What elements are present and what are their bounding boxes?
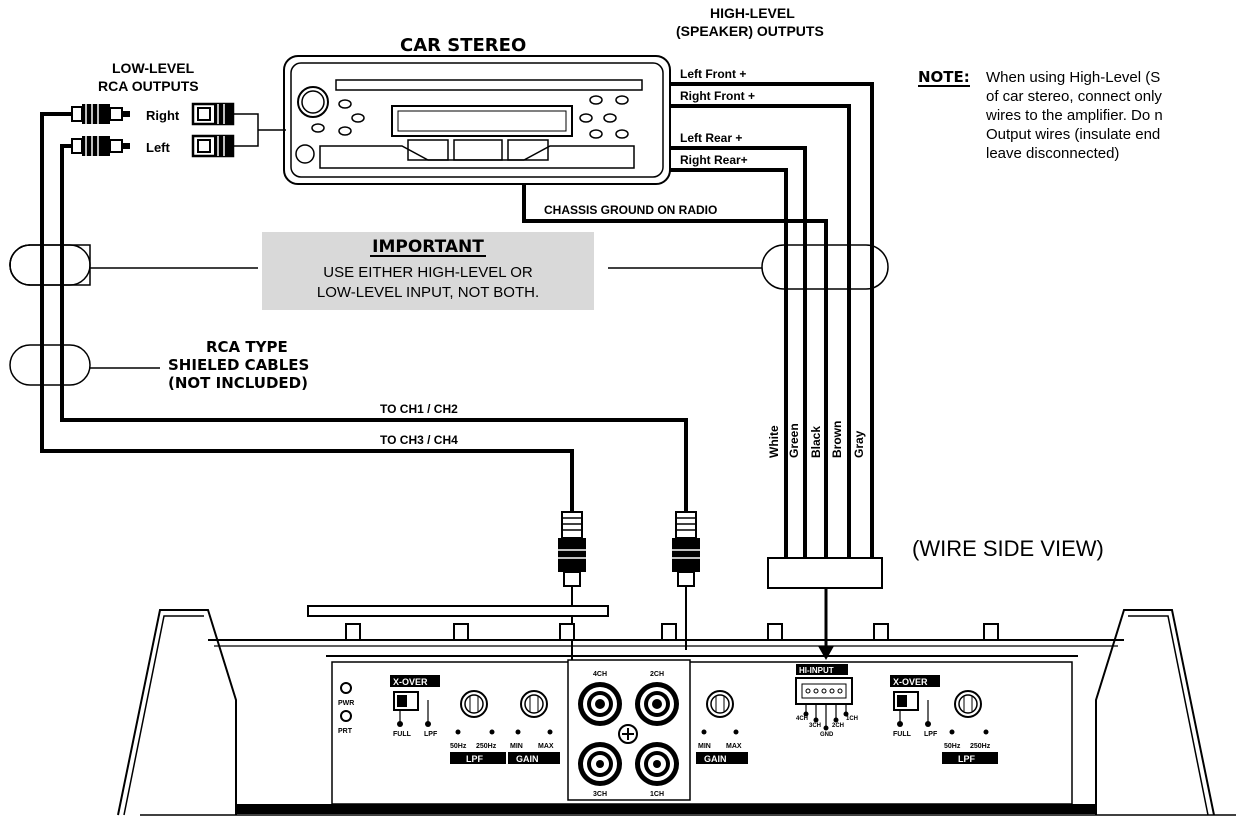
jack-4ch-label: 4CH <box>593 671 607 678</box>
low-level-label-2: RCA OUTPUTS <box>98 78 199 94</box>
gain-max-label-left: MAX <box>538 743 554 750</box>
stereo-display <box>391 105 573 137</box>
full-label-left: FULL <box>393 731 412 738</box>
rca-cables: TO CH1 / CH2 TO CH3 / CH4 <box>40 112 688 512</box>
jack-4ch[interactable] <box>578 682 622 726</box>
rca-jack-left <box>191 134 235 158</box>
note-line-1: When using High-Level (S <box>986 69 1160 86</box>
jack-3ch-label: 3CH <box>593 791 607 798</box>
lpf-250hz-label-right: 250Hz <box>970 743 991 750</box>
rca-jack-right <box>191 102 235 126</box>
hi-1ch-label: 1CH <box>846 716 858 722</box>
jack-2ch[interactable] <box>635 682 679 726</box>
prt-label: PRT <box>338 728 353 735</box>
jack-3ch[interactable] <box>578 742 622 786</box>
wire-color-gray: Gray <box>852 430 866 458</box>
note-line-2: of car stereo, connect only <box>986 88 1162 105</box>
xover-label-right: X-OVER <box>893 677 928 687</box>
hi-input-label: HI-INPUT <box>799 666 834 675</box>
hi-2ch-label: 2CH <box>832 723 844 729</box>
prt-led <box>340 710 352 722</box>
amp-panel: PWR PRT X-OVER FULL LPF 50Hz 250Hz MIN M… <box>338 659 998 801</box>
pwr-label: PWR <box>338 700 354 707</box>
note: NOTE: When using High-Level (S of car st… <box>918 68 1163 162</box>
lpf-switch-label-right: LPF <box>924 731 938 738</box>
xover-label-left: X-OVER <box>393 677 428 687</box>
wire-side-view-label: (WIRE SIDE VIEW) <box>912 536 1104 561</box>
wire-color-white: White <box>767 425 781 458</box>
rca-plug-ch12 <box>672 511 700 650</box>
to-ch34-label: TO CH3 / CH4 <box>380 433 458 447</box>
lpf-switch-label-left: LPF <box>424 731 438 738</box>
rca-cables-note: RCA TYPE SHIELED CABLES (NOT INCLUDED) <box>168 338 309 392</box>
hi-3ch-label: 3CH <box>809 723 821 729</box>
hi-input-connector <box>767 557 883 589</box>
full-label-right: FULL <box>893 731 912 738</box>
note-line-5: leave disconnected) <box>986 145 1119 162</box>
note-heading: NOTE: <box>918 68 970 86</box>
low-level-label-1: LOW-LEVEL <box>112 60 195 76</box>
amplifier <box>117 605 1236 816</box>
lpf-50hz-label: 50Hz <box>450 743 467 750</box>
hi-4ch-label: 4CH <box>796 716 808 722</box>
to-ch12-label: TO CH1 / CH2 <box>380 402 458 416</box>
low-level-rca-outputs: LOW-LEVEL RCA OUTPUTS Right <box>71 60 286 158</box>
jack-1ch-label: 1CH <box>650 791 664 798</box>
rca-cables-line-1: RCA TYPE <box>206 338 288 356</box>
rca-plug-right-male <box>71 104 130 124</box>
important-line-1: USE EITHER HIGH-LEVEL OR <box>323 264 533 281</box>
high-level-label-2: (SPEAKER) OUTPUTS <box>676 23 824 39</box>
note-line-4: Output wires (insulate end <box>986 126 1160 143</box>
lpf-50hz-label-right: 50Hz <box>944 743 961 750</box>
note-line-3: wires to the amplifier. Do n <box>985 107 1163 124</box>
wire-color-brown: Brown <box>830 421 844 458</box>
right-label: Right <box>146 108 180 123</box>
right-rear-label: Right Rear+ <box>680 153 748 167</box>
wire-color-black: Black <box>809 426 823 458</box>
right-front-label: Right Front + <box>680 89 755 103</box>
car-stereo: CAR STEREO <box>283 35 671 185</box>
gain-min-label-right: MIN <box>698 743 711 750</box>
gain-panel-label-left: GAIN <box>516 754 539 764</box>
left-label: Left <box>146 140 171 155</box>
important-heading: IMPORTANT <box>372 237 484 257</box>
important-line-2: LOW-LEVEL INPUT, NOT BOTH. <box>317 284 539 301</box>
car-stereo-title: CAR STEREO <box>400 35 526 56</box>
lpf-panel-label: LPF <box>466 754 484 764</box>
high-level-label-1: HIGH-LEVEL <box>710 5 795 21</box>
lpf-250hz-label: 250Hz <box>476 743 497 750</box>
chassis-ground-label: CHASSIS GROUND ON RADIO <box>544 203 717 217</box>
gain-min-label-left: MIN <box>510 743 523 750</box>
left-front-label: Left Front + <box>680 67 746 81</box>
left-rear-label: Left Rear + <box>680 131 742 145</box>
pwr-led <box>340 682 352 694</box>
hi-gnd-label: GND <box>820 732 834 738</box>
important-box: IMPORTANT USE EITHER HIGH-LEVEL OR LOW-L… <box>262 232 594 310</box>
rca-cables-line-2: SHIELED CABLES <box>168 356 309 374</box>
gain-max-label-right: MAX <box>726 743 742 750</box>
gain-panel-label-right: GAIN <box>704 754 727 764</box>
wire-color-green: Green <box>787 423 801 458</box>
cable-loops <box>9 244 889 386</box>
high-level-outputs: HIGH-LEVEL (SPEAKER) OUTPUTS Left Front … <box>522 5 1104 660</box>
jack-1ch[interactable] <box>635 742 679 786</box>
lpf-panel-label-right: LPF <box>958 754 976 764</box>
screw-icon <box>618 724 638 744</box>
rca-cables-line-3: (NOT INCLUDED) <box>168 374 308 392</box>
jack-2ch-label: 2CH <box>650 671 664 678</box>
rca-plug-left-male <box>71 136 130 156</box>
rca-plug-ch34 <box>558 511 586 700</box>
